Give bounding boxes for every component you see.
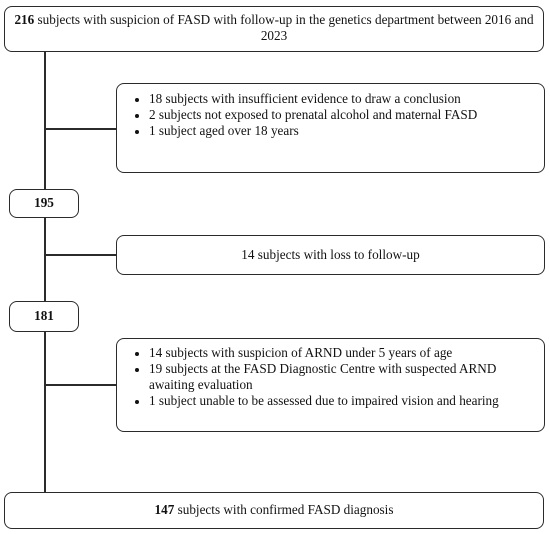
exclusion-item: 18 subjects with insufficient evidence t… xyxy=(149,91,534,107)
exclusion-box-1: 18 subjects with insufficient evidence t… xyxy=(116,83,545,173)
exclusion-item: 1 subject aged over 18 years xyxy=(149,123,534,139)
main-spine-line xyxy=(44,52,46,492)
final-count: 147 xyxy=(154,502,175,517)
final-text: subjects with confirmed FASD diagnosis xyxy=(174,502,394,517)
count-value-1: 195 xyxy=(34,195,54,210)
count-value-2: 181 xyxy=(34,308,54,323)
branch-line-exclusion-1 xyxy=(44,128,116,130)
branch-line-exclusion-2 xyxy=(44,254,116,256)
final-box: 147 subjects with confirmed FASD diagnos… xyxy=(4,492,544,529)
count-box-1: 195 xyxy=(9,189,79,218)
branch-line-exclusion-3 xyxy=(44,384,116,386)
exclusion-box-3: 14 subjects with suspicion of ARND under… xyxy=(116,338,545,432)
exclusion-list-3: 14 subjects with suspicion of ARND under… xyxy=(127,345,534,409)
exclusion-item: 1 subject unable to be assessed due to i… xyxy=(149,393,534,409)
exclusion-list-1: 18 subjects with insufficient evidence t… xyxy=(127,91,534,139)
start-count: 216 xyxy=(14,12,35,27)
start-text: subjects with suspicion of FASD with fol… xyxy=(34,12,534,43)
exclusion-item: 19 subjects at the FASD Diagnostic Centr… xyxy=(149,361,534,393)
exclusion-item: 14 subjects with suspicion of ARND under… xyxy=(149,345,534,361)
exclusion-text-2: 14 subjects with loss to follow-up xyxy=(241,247,420,262)
exclusion-item: 2 subjects not exposed to prenatal alcoh… xyxy=(149,107,534,123)
start-box: 216 subjects with suspicion of FASD with… xyxy=(4,6,544,52)
exclusion-box-2: 14 subjects with loss to follow-up xyxy=(116,235,545,275)
count-box-2: 181 xyxy=(9,301,79,332)
